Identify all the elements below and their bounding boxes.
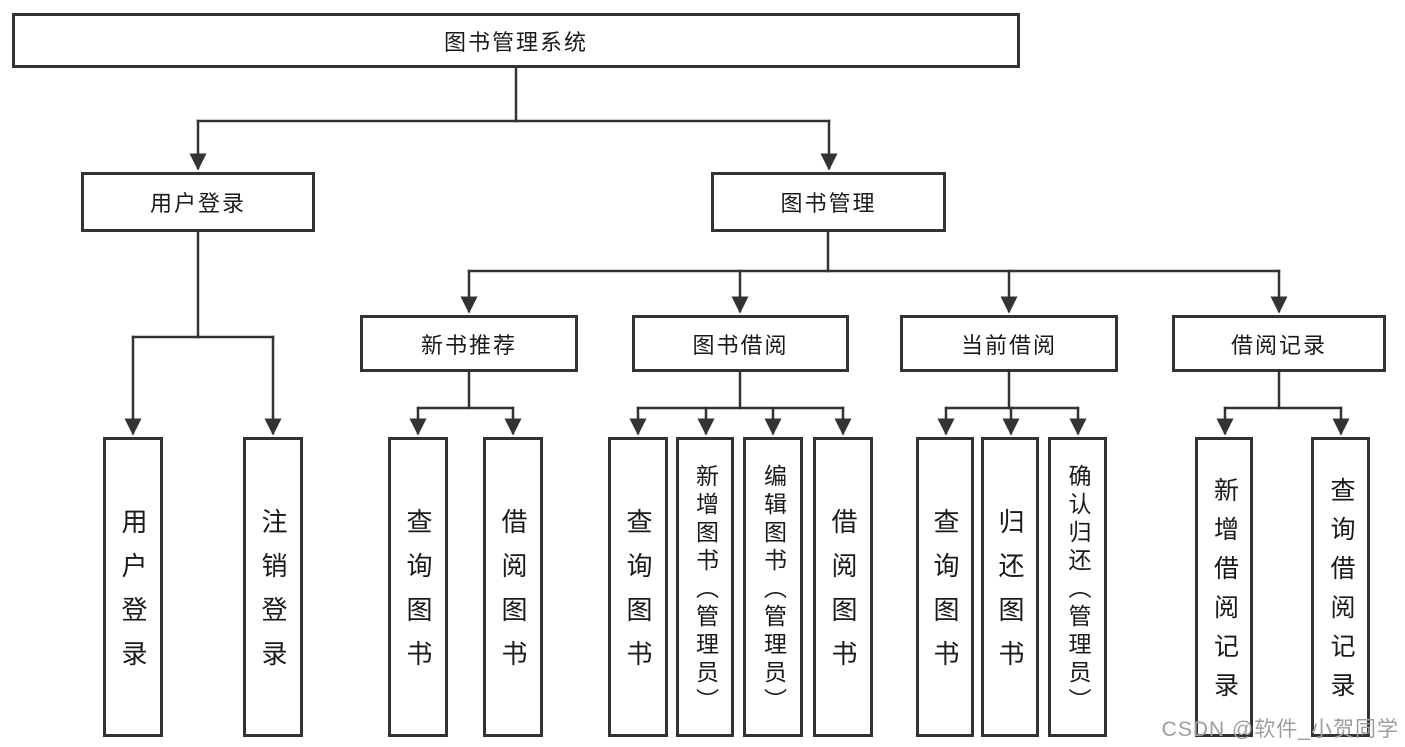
node-new-book: 新书推荐 (360, 315, 578, 372)
node-user-login: 用户登录 (81, 172, 315, 232)
connector-current-borrow-branch (937, 370, 1087, 436)
leaf-borrow-query: 查询图书 (608, 437, 668, 737)
leaf-current-query-label: 查询图书 (930, 508, 960, 684)
node-new-book-label: 新书推荐 (420, 332, 517, 358)
connector-new-book-branch (409, 370, 522, 436)
node-book-borrow-label: 图书借阅 (692, 332, 789, 358)
leaf-add-book-admin-label: 新增图书（管理员） (692, 463, 719, 716)
node-book-mgmt-label: 图书管理 (780, 191, 877, 216)
leaf-logout-label: 注销登录 (258, 508, 288, 684)
leaf-edit-book-admin: 编辑图书（管理员） (743, 437, 803, 737)
leaf-newbook-borrow: 借阅图书 (483, 437, 543, 737)
node-current-borrow: 当前借阅 (900, 315, 1118, 372)
leaf-add-book-admin: 新增图书（管理员） (676, 437, 734, 737)
connector-book-borrow-branch (629, 370, 852, 436)
node-root-label: 图书管理系统 (443, 29, 588, 55)
node-borrow-record: 借阅记录 (1172, 315, 1386, 372)
leaf-logout: 注销登录 (243, 437, 303, 737)
leaf-confirm-return-admin-label: 确认归还（管理员） (1065, 463, 1091, 716)
csdn-watermark: CSDN @软件_小贺同学 (1161, 718, 1399, 741)
leaf-return-book: 归还图书 (981, 437, 1039, 737)
node-book-borrow: 图书借阅 (632, 315, 849, 372)
leaf-add-borrow-record: 新增借阅记录 (1195, 437, 1253, 737)
node-root: 图书管理系统 (12, 13, 1020, 68)
leaf-return-book-label: 归还图书 (995, 508, 1025, 684)
connector-borrow-record-branch (1216, 370, 1350, 436)
connector-root-to-level2 (189, 67, 838, 171)
leaf-add-borrow-record-label: 新增借阅记录 (1210, 477, 1239, 711)
leaf-borrow-book: 借阅图书 (813, 437, 873, 737)
leaf-newbook-query: 查询图书 (388, 437, 448, 737)
connector-user-login-branch (124, 230, 282, 436)
leaf-user-login-label: 用户登录 (118, 508, 148, 684)
leaf-current-query: 查询图书 (916, 437, 974, 737)
leaf-confirm-return-admin: 确认归还（管理员） (1048, 437, 1107, 737)
leaf-edit-book-admin-label: 编辑图书（管理员） (760, 463, 787, 716)
node-user-login-label: 用户登录 (149, 191, 246, 216)
leaf-newbook-query-label: 查询图书 (403, 508, 433, 684)
node-borrow-record-label: 借阅记录 (1230, 332, 1327, 358)
node-book-mgmt: 图书管理 (711, 172, 946, 232)
leaf-borrow-book-label: 借阅图书 (828, 508, 858, 684)
leaf-newbook-borrow-label: 借阅图书 (498, 508, 528, 684)
connector-book-mgmt-to-level3 (460, 230, 1288, 314)
leaf-user-login: 用户登录 (103, 437, 163, 737)
leaf-borrow-query-label: 查询图书 (623, 508, 653, 684)
node-current-borrow-label: 当前借阅 (960, 332, 1057, 358)
leaf-query-borrow-record: 查询借阅记录 (1311, 437, 1370, 737)
leaf-query-borrow-record-label: 查询借阅记录 (1327, 477, 1355, 711)
